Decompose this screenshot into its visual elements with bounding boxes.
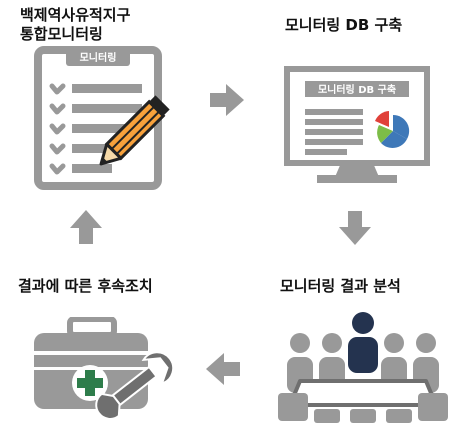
step4-title: 결과에 따른 후속조치 (18, 277, 153, 295)
step2-title: 모니터링 DB 구축 (285, 16, 403, 34)
pencil-icon (90, 85, 180, 175)
step1-title: 백제역사유적지구 통합모니터링 (20, 6, 130, 44)
meeting-icon (278, 309, 448, 425)
wrench-icon (92, 346, 182, 422)
step1-title-line2: 통합모니터링 (20, 25, 103, 43)
arrow-right-icon (210, 84, 244, 116)
step3-title: 모니터링 결과 분석 (280, 277, 401, 295)
arrow-up-icon (70, 210, 102, 244)
screen-label: 모니터링 DB 구축 (318, 83, 396, 96)
monitor-icon: 모니터링 DB 구축 (283, 65, 431, 185)
arrow-down-icon (339, 211, 371, 245)
step1-title-line1: 백제역사유적지구 (20, 6, 131, 24)
arrow-left-icon (206, 353, 240, 385)
clipboard-label: 모니터링 (80, 51, 117, 64)
